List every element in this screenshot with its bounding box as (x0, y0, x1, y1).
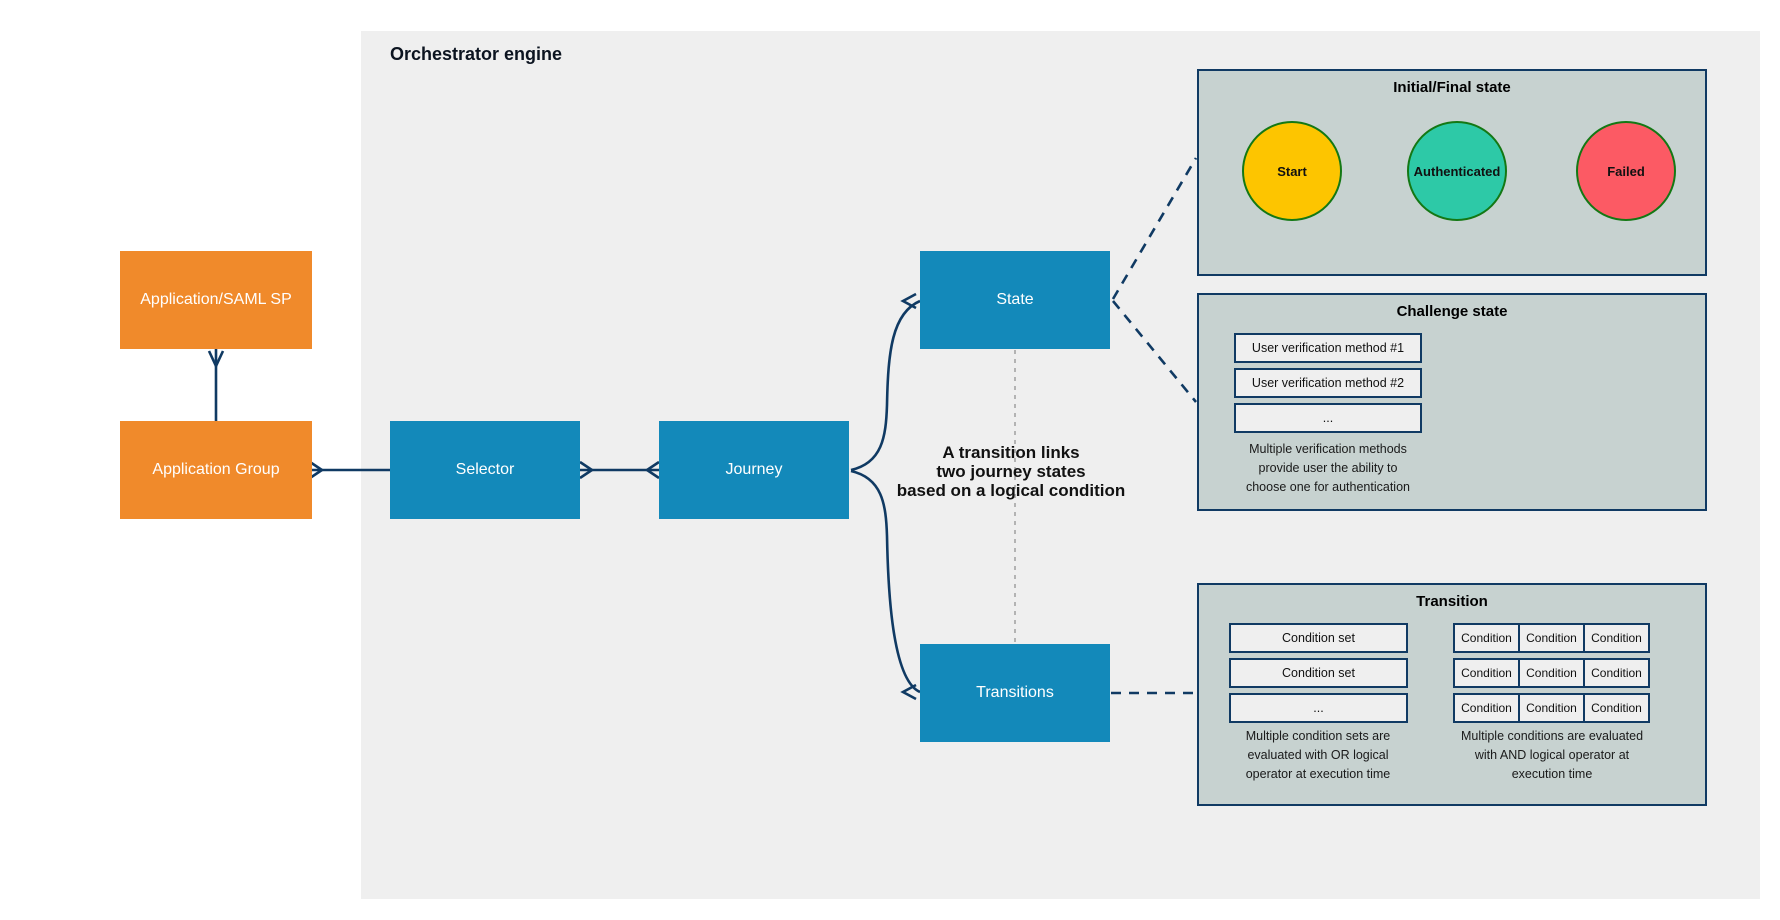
node-label: Transitions (976, 684, 1054, 701)
arrowhead-down-icon (207, 350, 225, 370)
transition-caption-and: Multiple conditions are evaluated with A… (1460, 729, 1644, 781)
condition-set-label: Condition set (1282, 631, 1355, 645)
state-circle-authenticated: Authenticated (1407, 121, 1507, 221)
node-application-group: Application Group (120, 421, 312, 519)
node-label: State (996, 291, 1034, 308)
transition-annotation-text: A transition links two journey states ba… (896, 443, 1126, 500)
condition-cell: Condition (1518, 658, 1585, 688)
condition-cell: Condition (1583, 623, 1650, 653)
condition-row: Condition Condition Condition (1453, 658, 1650, 688)
verification-method-label: User verification method #1 (1251, 341, 1405, 355)
condition-set-box: Condition set (1229, 623, 1408, 653)
circle-label: Authenticated (1413, 163, 1501, 179)
condition-cell: Condition (1453, 623, 1520, 653)
node-label: Journey (725, 461, 783, 478)
condition-row: Condition Condition Condition (1453, 623, 1650, 653)
challenge-caption: Multiple verification methods provide us… (1245, 442, 1410, 494)
node-journey: Journey (659, 421, 849, 519)
verification-method-label: ... (1322, 411, 1334, 425)
condition-cell: Condition (1453, 658, 1520, 688)
condition-cell: Condition (1583, 658, 1650, 688)
condition-set-label: ... (1313, 701, 1324, 715)
verification-method-label: User verification method #2 (1251, 376, 1405, 390)
condition-cell: Condition (1583, 693, 1650, 723)
condition-cell: Condition (1453, 693, 1520, 723)
condition-set-label: Condition set (1282, 666, 1355, 680)
verification-method-box: User verification method #1 (1234, 333, 1422, 363)
node-label: Selector (455, 461, 515, 478)
panel-title: Transition (1416, 593, 1488, 610)
condition-set-box: ... (1229, 693, 1408, 723)
orchestrator-engine-title: Orchestrator engine (390, 44, 563, 64)
condition-row: Condition Condition Condition (1453, 693, 1650, 723)
circle-label: Failed (1607, 163, 1645, 179)
panel-challenge-state: Challenge state (1197, 293, 1707, 511)
verification-method-box: ... (1234, 403, 1422, 433)
condition-cell: Condition (1518, 693, 1585, 723)
panel-title: Challenge state (1396, 303, 1508, 320)
condition-cell: Condition (1518, 623, 1585, 653)
circle-label: Start (1277, 163, 1307, 179)
condition-set-box: Condition set (1229, 658, 1408, 688)
verification-method-box: User verification method #2 (1234, 368, 1422, 398)
transition-caption-or: Multiple condition sets are evaluated wi… (1245, 729, 1391, 781)
node-selector: Selector (390, 421, 580, 519)
node-label: Application Group (152, 461, 280, 478)
node-application-saml-sp: Application/SAML SP (120, 251, 312, 349)
node-transitions: Transitions (920, 644, 1110, 742)
state-circle-failed: Failed (1576, 121, 1676, 221)
panel-title: Initial/Final state (1393, 79, 1511, 96)
node-label: Application/SAML SP (140, 291, 292, 308)
state-circle-start: Start (1242, 121, 1342, 221)
node-state: State (920, 251, 1110, 349)
